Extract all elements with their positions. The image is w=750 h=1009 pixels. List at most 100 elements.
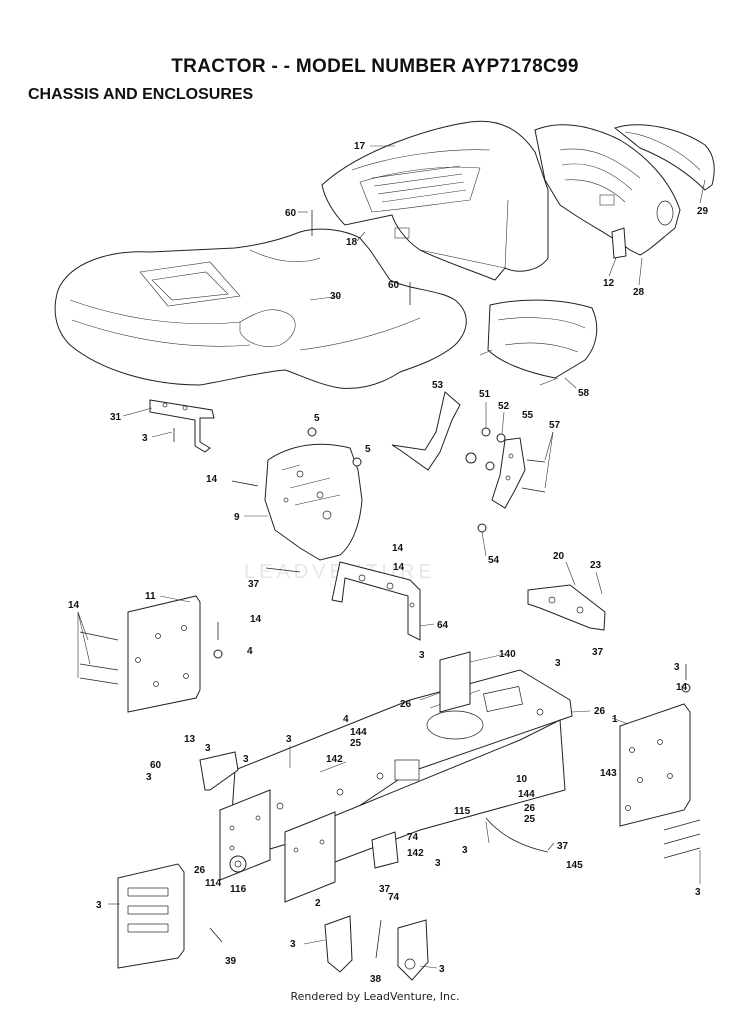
- callout-label: 3: [146, 772, 152, 783]
- section-subtitle: CHASSIS AND ENCLOSURES: [28, 86, 254, 103]
- callout-label: 25: [524, 814, 536, 825]
- callout-label: 3: [462, 845, 468, 856]
- callout-label: 114: [205, 878, 222, 889]
- rod-part-145: [485, 817, 549, 853]
- callout-label: 25: [350, 738, 362, 749]
- callout-label: 140: [499, 649, 516, 660]
- callout-label: 74: [407, 832, 419, 843]
- callout-label: 14: [250, 614, 262, 625]
- callout-label: 39: [225, 956, 237, 967]
- callout-label: 37: [592, 647, 604, 658]
- callout-label: 60: [150, 760, 162, 771]
- callout-label: 57: [549, 420, 561, 431]
- callout-label: 52: [498, 401, 510, 412]
- callout-label: 26: [524, 803, 536, 814]
- page-title: TRACTOR - - MODEL NUMBER AYP7178C99: [171, 56, 579, 77]
- callout-label: 37: [557, 841, 569, 852]
- bumper-plate-part: [117, 863, 185, 969]
- callout-label: 3: [96, 900, 102, 911]
- callout-label: 4: [343, 714, 349, 725]
- dash-support-part: [264, 443, 363, 561]
- callout-label: 5: [365, 444, 371, 455]
- callout-label: 3: [674, 662, 680, 673]
- callout-label: 60: [285, 208, 297, 219]
- callout-label: 1: [612, 714, 618, 725]
- bracket-part-20: [527, 584, 606, 631]
- hood-part: [321, 120, 549, 281]
- callout-label: 23: [590, 560, 602, 571]
- callout-label: 38: [370, 974, 382, 985]
- callout-label: 142: [407, 848, 424, 859]
- callout-label: 3: [290, 939, 296, 950]
- bracket-part-64: [331, 561, 421, 641]
- callout-label: 14: [206, 474, 218, 485]
- front-plate-part: [219, 789, 271, 881]
- hitch-bracket-part-39: [397, 919, 429, 981]
- callout-label: 4: [247, 646, 253, 657]
- callout-label: 3: [419, 650, 425, 661]
- fender-part: [54, 228, 467, 389]
- callout-label: 54: [488, 555, 500, 566]
- hitch-bracket-part-38: [324, 915, 353, 973]
- callout-label: 115: [454, 806, 471, 817]
- callout-label: 13: [184, 734, 196, 745]
- callout-label: 55: [522, 410, 534, 421]
- callout-label: 10: [516, 774, 528, 785]
- callout-label: 14: [392, 543, 404, 554]
- callout-label: 18: [346, 237, 358, 248]
- callout-label: 14: [676, 682, 688, 693]
- callout-label: 64: [437, 620, 449, 631]
- callout-label: 26: [400, 699, 412, 710]
- callout-label: 2: [315, 898, 321, 909]
- bracket-part-55: [491, 437, 526, 509]
- callout-label: 12: [603, 278, 615, 289]
- callout-label: 74: [388, 892, 400, 903]
- hardware-cluster-part: [465, 427, 546, 533]
- callout-label: 3: [286, 734, 292, 745]
- callout-label: 9: [234, 512, 240, 523]
- callout-label: 142: [326, 754, 343, 765]
- callout-label: 31: [110, 412, 122, 423]
- bracket-part-142: [199, 751, 239, 791]
- callout-label: 3: [243, 754, 249, 765]
- callout-label: 14: [393, 562, 405, 573]
- side-panel-right-part: [619, 703, 691, 827]
- callout-label: 5: [314, 413, 320, 424]
- callout-label: 3: [435, 858, 441, 869]
- plate-part-140: [439, 651, 471, 713]
- callout-label: 3: [439, 964, 445, 975]
- bracket-part-12: [611, 227, 627, 259]
- callout-label: 60: [388, 280, 400, 291]
- callout-label: 28: [633, 287, 645, 298]
- callout-label: 37: [379, 884, 391, 895]
- callout-label: 3: [695, 887, 701, 898]
- callout-label: 3: [142, 433, 148, 444]
- side-panel-left-part: [127, 595, 201, 713]
- bolt-set-part: [79, 210, 701, 959]
- callout-label: 145: [566, 860, 583, 871]
- callout-label: 51: [479, 389, 491, 400]
- frame-part: [229, 669, 573, 871]
- callout-label: 143: [600, 768, 617, 779]
- callout-label: 26: [194, 865, 206, 876]
- rendered-by-footer: Rendered by LeadVenture, Inc.: [290, 990, 460, 1003]
- callout-label: 20: [553, 551, 565, 562]
- leader-lines: [77, 145, 706, 969]
- callout-label: 116: [230, 884, 247, 895]
- callout-label: 58: [578, 388, 590, 399]
- shield-part: [479, 299, 598, 386]
- callout-label: 17: [354, 141, 366, 152]
- callout-label: 144: [518, 789, 535, 800]
- bracket-part-31: [149, 399, 215, 453]
- callout-label: 26: [594, 706, 606, 717]
- front-plate-part-2: [284, 811, 336, 903]
- callout-label: 37: [248, 579, 260, 590]
- bracket-part-53: [391, 391, 461, 471]
- callout-labels: 17 60 18 29 12 28 60 30 58 31 3 53 51 52…: [68, 141, 709, 985]
- callout-label: 3: [205, 743, 211, 754]
- bracket-part-142-right: [371, 831, 399, 869]
- dash-panel-part: [534, 124, 681, 256]
- callout-label: 53: [432, 380, 444, 391]
- callout-label: 144: [350, 727, 367, 738]
